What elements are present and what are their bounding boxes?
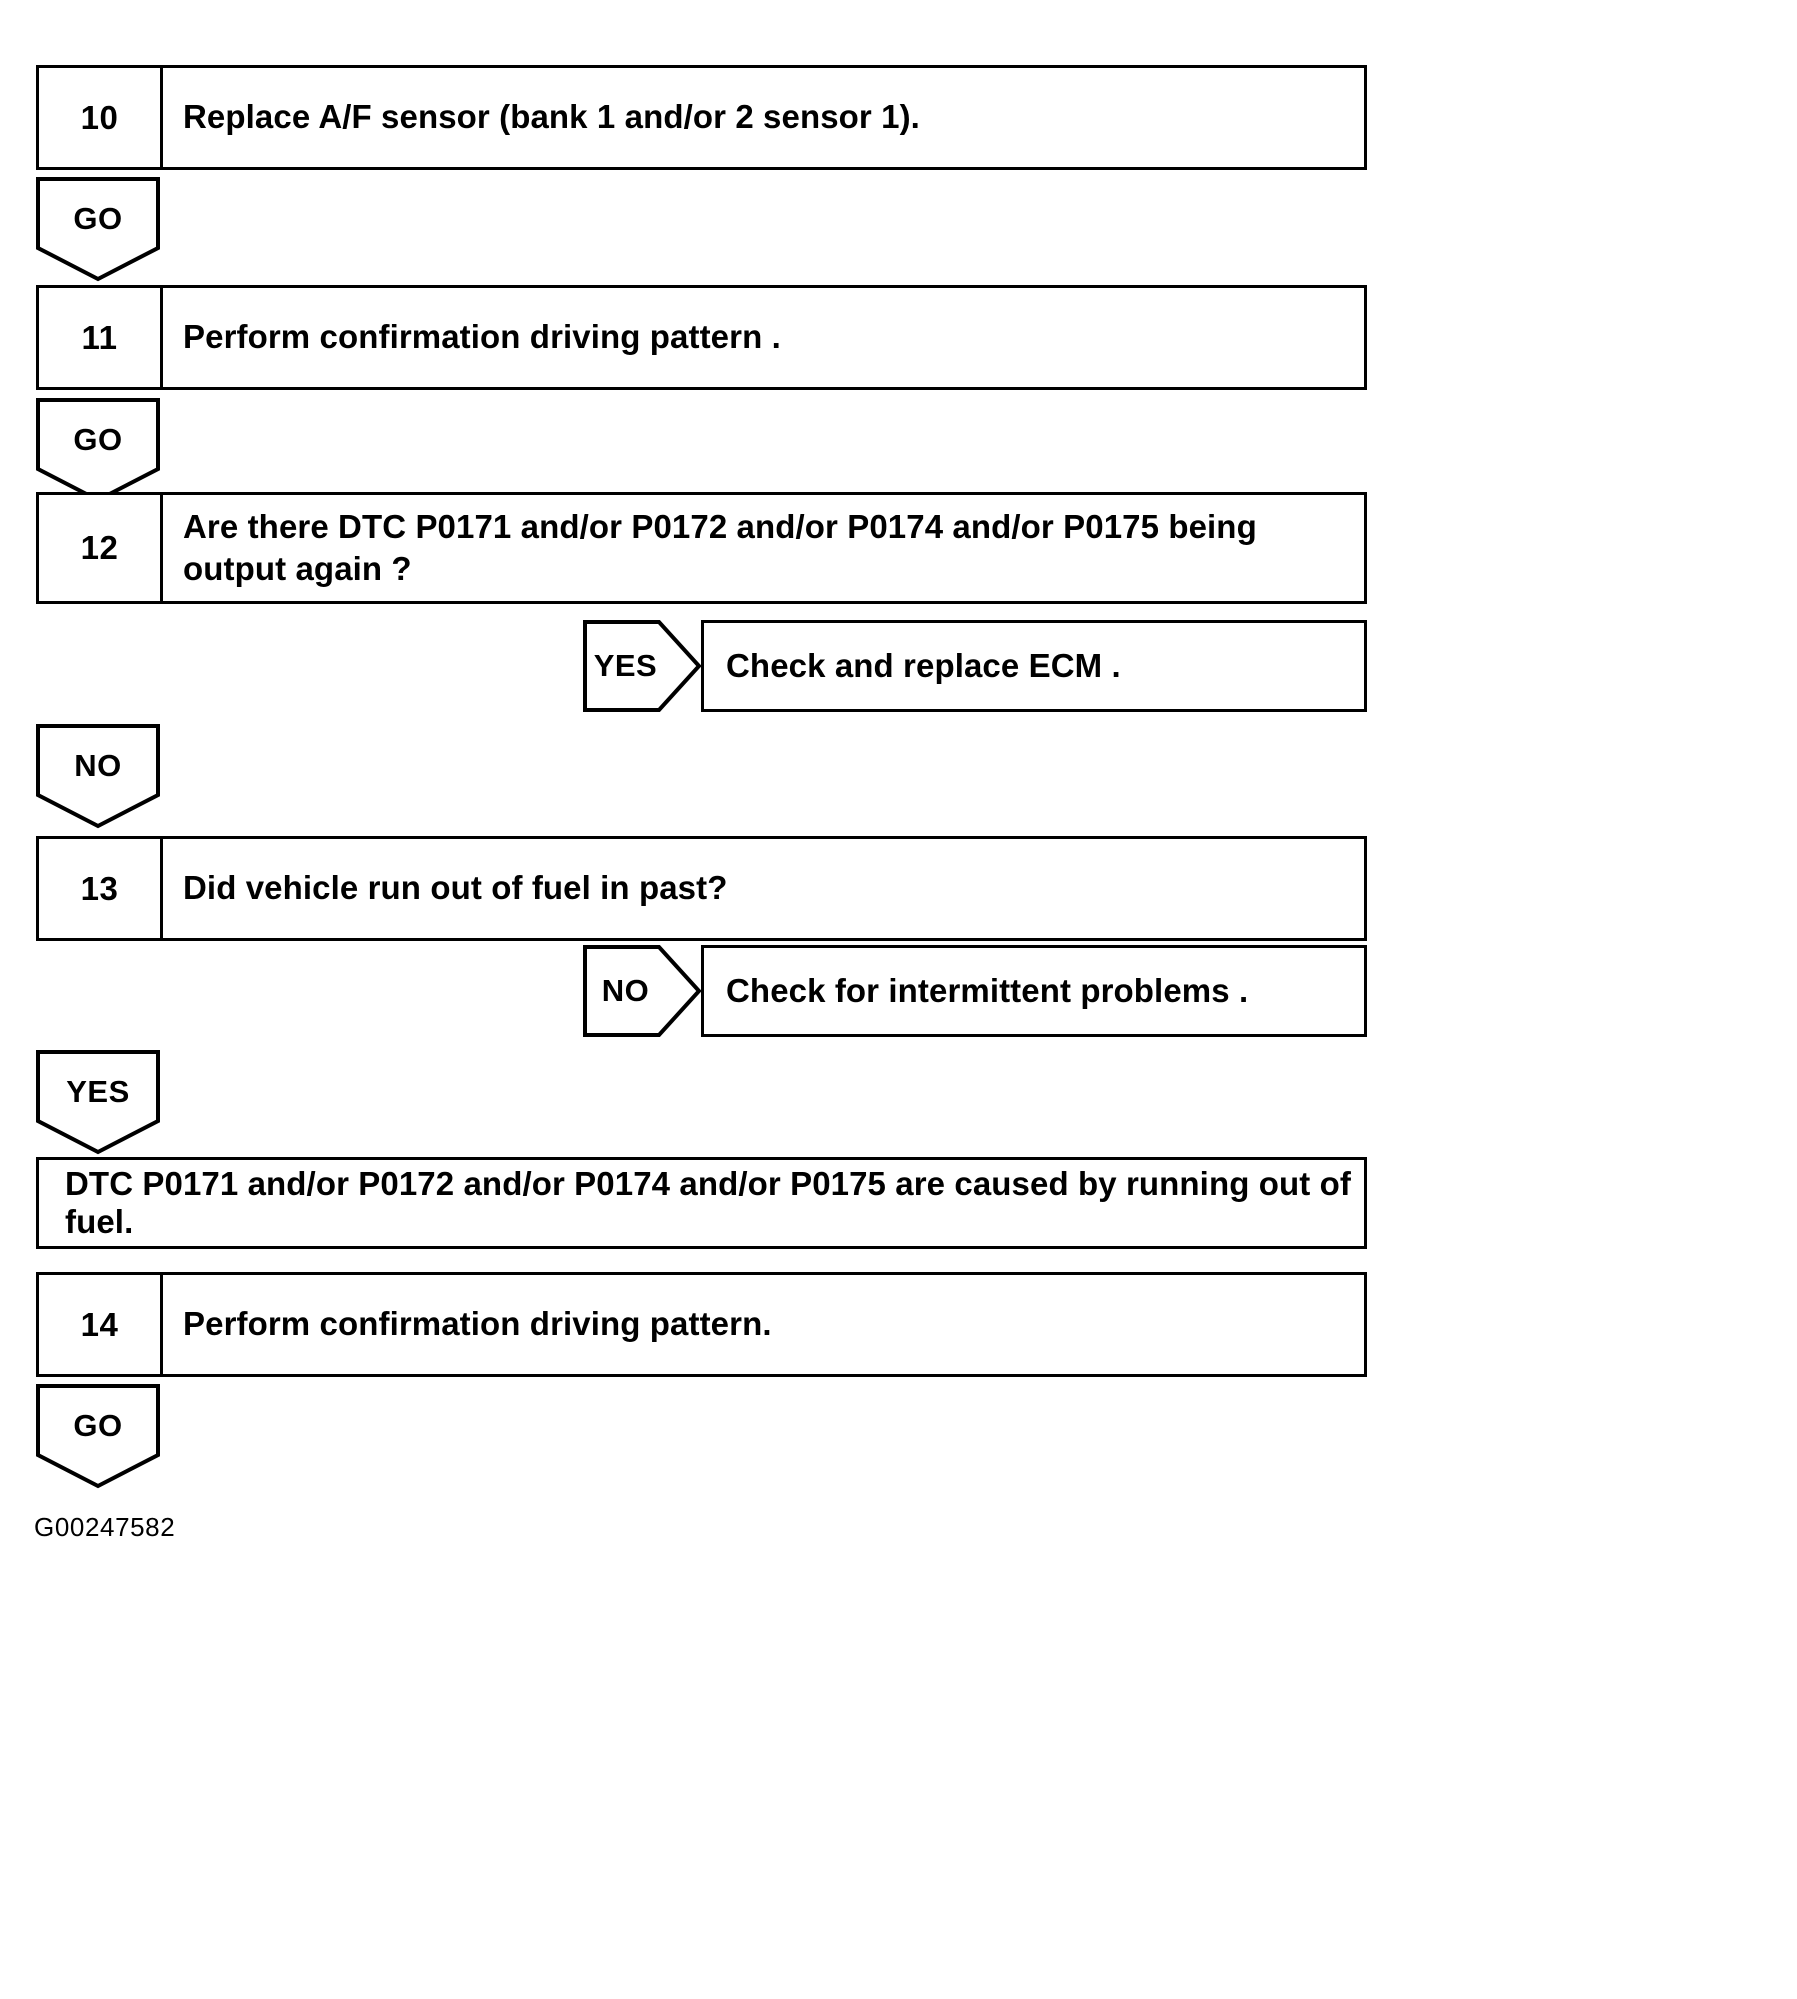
step-text-13: Did vehicle run out of fuel in past? [183,869,728,907]
chevron-right-shape [583,945,702,1037]
step-text-12: Are there DTC P0171 and/or P0172 and/or … [183,507,1257,587]
pentagon-down-shape [36,724,160,829]
result-box-check-intermittent: Check for intermittent problems . [701,945,1367,1037]
step-text-10: Replace A/F sensor (bank 1 and/or 2 sens… [183,98,920,136]
step-box-12: 12 Are there DTC P0171 and/or P0172 and/… [36,492,1367,604]
connector-no-from-step-13: NO [583,945,702,1037]
figure-reference-code: G00247582 [34,1512,176,1542]
result-box-check-replace-ecm: Check and replace ECM . [701,620,1367,712]
step-text-14: Perform confirmation driving pattern. [183,1305,772,1343]
pentagon-down-shape [36,398,160,503]
connector-go-after-step-10: GO [36,177,160,282]
step-box-11: 11 Perform confirmation driving pattern … [36,285,1367,390]
pentagon-down-shape [36,1384,160,1489]
connector-go-after-step-14: GO [36,1384,160,1489]
connector-go-after-step-11: GO [36,398,160,503]
step-number-12: 12 [39,495,163,601]
connector-yes-from-step-13: YES [36,1050,160,1155]
connector-no-from-step-12: NO [36,724,160,829]
step-number-13: 13 [39,839,163,938]
step-number-11: 11 [39,288,163,387]
step-box-10: 10 Replace A/F sensor (bank 1 and/or 2 s… [36,65,1367,170]
step-box-14: 14 Perform confirmation driving pattern. [36,1272,1367,1377]
step-number-10: 10 [39,68,163,167]
step-box-13: 13 Did vehicle run out of fuel in past? [36,836,1367,941]
step-text-11: Perform confirmation driving pattern . [183,318,781,356]
step-number-14: 14 [39,1275,163,1374]
connector-yes-from-step-12: YES [583,620,702,712]
pentagon-down-shape [36,1050,160,1155]
chevron-right-shape [583,620,702,712]
statement-box-fuel-cause: DTC P0171 and/or P0172 and/or P0174 and/… [36,1157,1367,1249]
pentagon-down-shape [36,177,160,282]
